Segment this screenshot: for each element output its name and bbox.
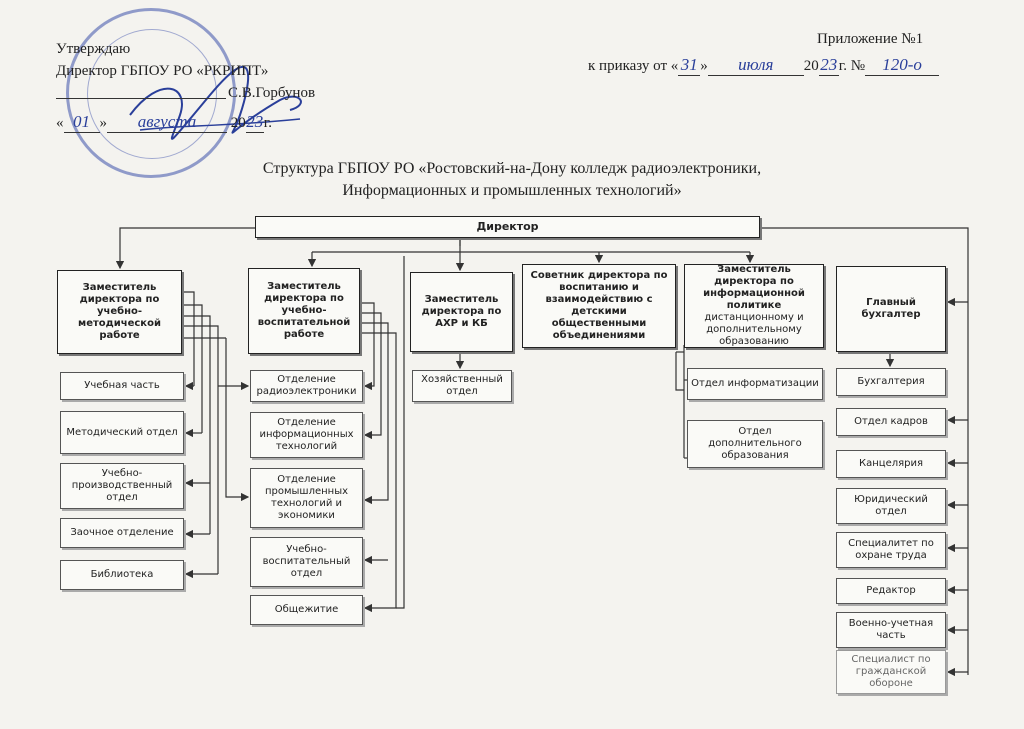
order-day: 31 <box>680 55 698 74</box>
date-month: августа <box>137 112 197 131</box>
unit-editor: Редактор <box>836 578 946 604</box>
unit-radioelectronics-department: Отделение радиоэлектроники <box>250 370 363 402</box>
chart-title-line1: Структура ГБПОУ РО «Ростовский-на-Дону к… <box>262 160 762 177</box>
deputy-information-policy: Заместитель директора по информационной … <box>684 264 824 348</box>
chart-title-line2: Информационных и промышленных технологий… <box>342 182 682 199</box>
deputy-admin-economic: Заместитель директора по АХР и КБ <box>410 272 513 352</box>
unit-labor-safety: Специалитет по охране труда <box>836 532 946 568</box>
date-year-prefix: 20 <box>230 115 246 131</box>
order-number-label: г. № <box>838 58 866 74</box>
date-year-suffix: 23 <box>246 112 264 131</box>
appendix-label: Приложение №1 <box>817 31 924 47</box>
unit-additional-education: Отдел дополнительного образования <box>687 420 823 468</box>
unit-educational-part: Учебная часть <box>60 372 184 400</box>
deputy-educational-methodical: Заместитель директора по учебно-методиче… <box>57 270 182 354</box>
unit-methodical-department: Методический отдел <box>60 411 184 454</box>
order-quote-open: к приказу от « <box>588 58 679 74</box>
deputy-information-policy-title: Заместитель директора по информационной … <box>703 264 805 311</box>
signature-line <box>56 98 226 99</box>
unit-industrial-tech-department: Отделение промышленных технологий и экон… <box>250 468 363 528</box>
unit-library: Библиотека <box>60 560 184 590</box>
date-quote-close: » <box>99 115 108 131</box>
advisor-upbringing: Советник директора по воспитанию и взаим… <box>522 264 676 348</box>
date-day: 01 <box>73 112 90 131</box>
unit-military-registration: Военно-учетная часть <box>836 612 946 648</box>
order-number: 120-о <box>882 55 922 74</box>
unit-informatization: Отдел информатизации <box>687 368 823 400</box>
order-month: июля <box>738 55 774 74</box>
unit-correspondence-department: Заочное отделение <box>60 518 184 548</box>
unit-it-department: Отделение информационных технологий <box>250 412 363 458</box>
date-quote-open: « <box>56 115 64 131</box>
unit-accounting: Бухгалтерия <box>836 368 946 396</box>
unit-civil-defense: Специалист по гражданской обороне <box>836 650 946 694</box>
approval-date: « 01 » августа 2023г. <box>56 113 272 133</box>
unit-dormitory: Общежитие <box>250 595 363 625</box>
order-year-prefix: 20 <box>803 58 819 74</box>
unit-office: Канцелярия <box>836 450 946 478</box>
approval-name: С.В.Горбунов <box>228 85 316 101</box>
unit-hr-department: Отдел кадров <box>836 408 946 436</box>
official-stamp <box>66 8 236 178</box>
unit-household-department: Хозяйственный отдел <box>412 370 512 402</box>
signature-scribble <box>129 66 302 140</box>
unit-upbringing-department: Учебно-воспитательный отдел <box>250 537 363 587</box>
order-quote-close: » <box>700 58 708 74</box>
order-year-suffix: 23 <box>820 55 838 74</box>
unit-legal-department: Юридический отдел <box>836 488 946 524</box>
date-suffix: г. <box>263 115 272 131</box>
approval-position: Директор ГБПОУ РО «РКРИПТ» <box>56 63 269 79</box>
deputy-information-policy-subtitle: дистанционному и дополнительному образов… <box>704 312 804 347</box>
approval-label: Утверждаю <box>56 41 131 57</box>
deputy-educational-upbringing: Заместитель директора по учебно-воспитат… <box>248 268 360 354</box>
chief-accountant: Главный бухгалтер <box>836 266 946 352</box>
director-box: Директор <box>255 216 760 238</box>
unit-production-department: Учебно-производственный отдел <box>60 463 184 509</box>
